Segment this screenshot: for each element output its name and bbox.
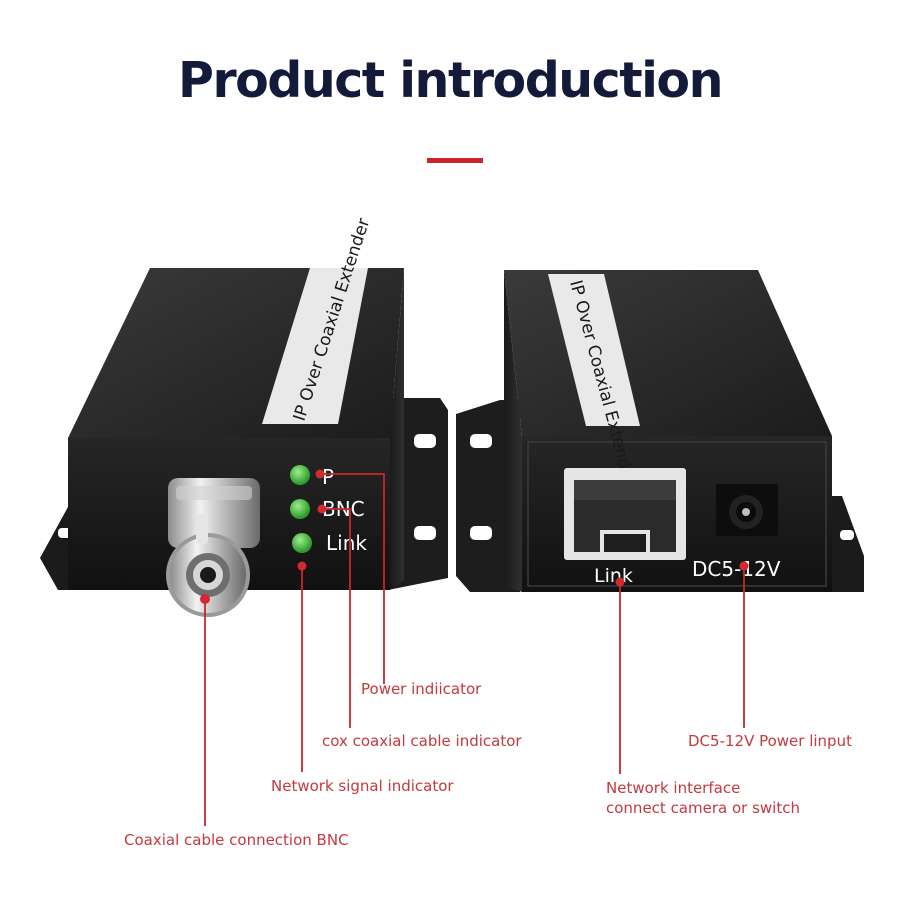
right-unit-right-flange (828, 496, 864, 592)
callout-dot (739, 561, 749, 571)
callout-dots (200, 469, 749, 604)
title-underline (427, 158, 483, 163)
flange-hole-icon (414, 434, 436, 448)
callout-coax-indicator: cox coaxial cable indicator (322, 732, 522, 750)
callout-dot (200, 594, 210, 604)
right-top-face (504, 270, 832, 436)
dc-power-jack (716, 484, 778, 536)
callout-line-power (320, 473, 385, 684)
callout-network-interface: Network interface (606, 779, 741, 797)
left-extender-unit: IP Over Coaxial Extender P BNC Link (40, 216, 448, 617)
left-side-face (390, 268, 404, 590)
callout-network-signal-indicator: Network signal indicator (271, 777, 454, 795)
bnc-led (290, 499, 310, 519)
callout-line-coax (322, 508, 351, 728)
bnc-connector (166, 478, 260, 617)
callout-bnc-connection: Coaxial cable connection BNC (124, 831, 349, 849)
power-led (290, 465, 310, 485)
power-label-dc: DC5-12V (692, 557, 781, 581)
callout-power-indicator: Power indiicator (361, 680, 482, 698)
link-led (292, 533, 312, 553)
callout-power-input: DC5-12V Power linput (688, 732, 852, 750)
callout-dot (615, 577, 625, 587)
right-side-face (504, 270, 522, 592)
callout-dot (315, 469, 325, 479)
flange-hole-icon (470, 526, 492, 540)
callout-dot (317, 504, 327, 514)
right-label-sticker (548, 274, 640, 426)
port-label-link: Link (594, 565, 633, 587)
page-title: Product introduction (178, 52, 723, 109)
flange-hole-icon (470, 434, 492, 448)
led-label-p: P (322, 465, 334, 489)
rj45-network-port (564, 468, 686, 560)
callout-dot (297, 561, 307, 571)
callout-network-interface-sub: connect camera or switch (606, 799, 800, 817)
led-label-link: Link (326, 531, 367, 555)
left-label-sticker (262, 268, 368, 424)
flange-hole-icon (840, 530, 854, 540)
callout-lines (204, 473, 745, 826)
flange-hole-icon (414, 526, 436, 540)
right-extender-unit: IP Over Coaxial Extender Link DC5-12V (456, 270, 864, 592)
